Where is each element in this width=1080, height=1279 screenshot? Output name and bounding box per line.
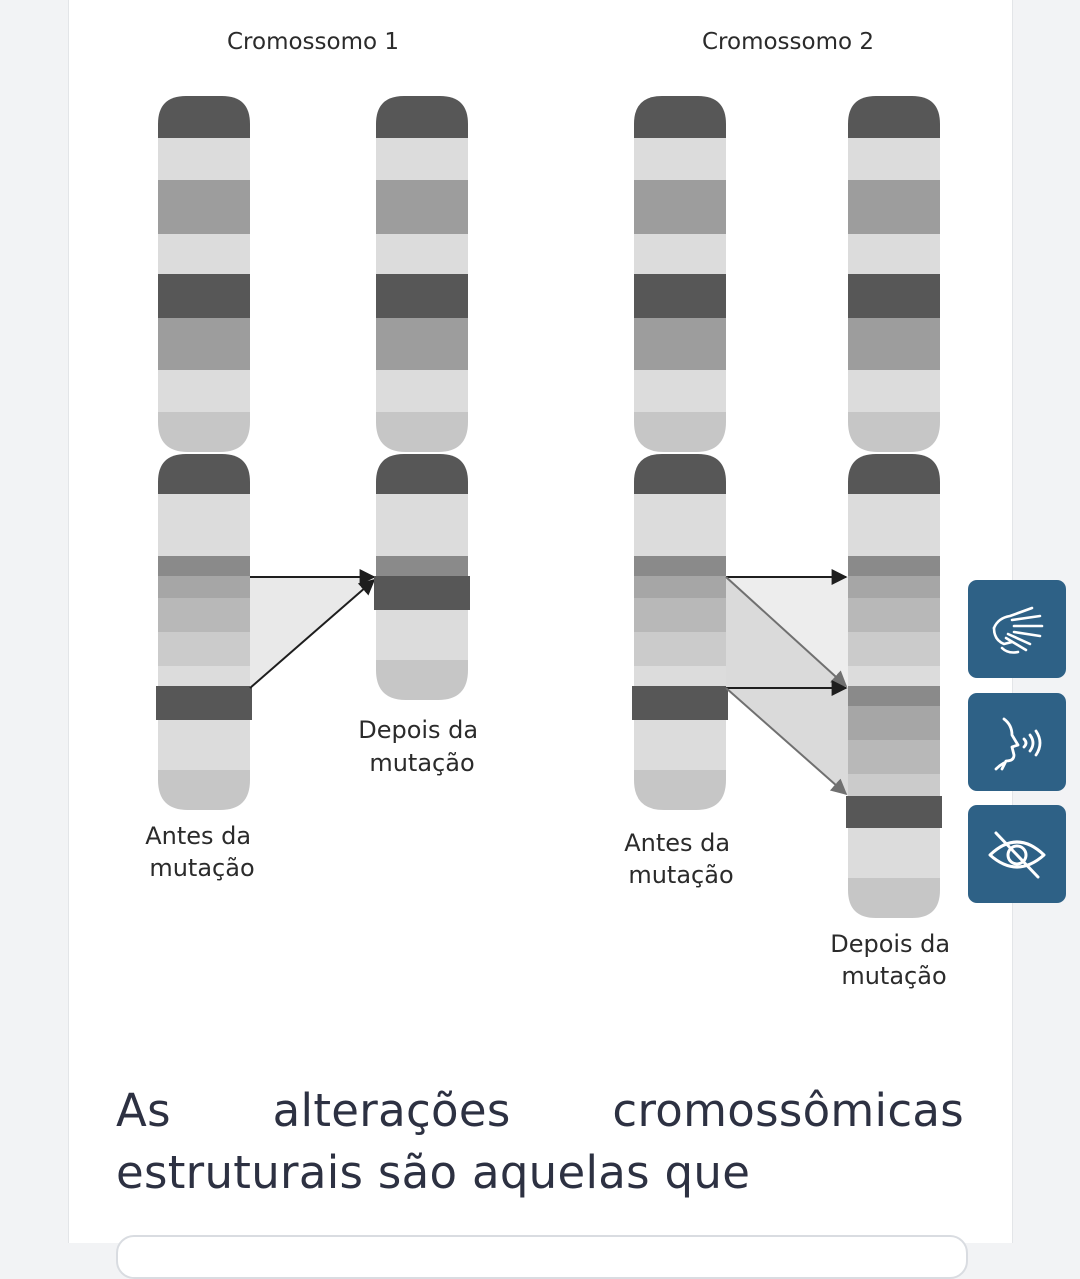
chr1-before-top-arm <box>158 96 250 452</box>
answer-option-box[interactable] <box>116 1235 968 1279</box>
title-chromosome-2: Cromossomo 2 <box>702 29 874 55</box>
chr2-after-top-arm <box>848 96 940 452</box>
chr2-before-top-arm <box>634 96 726 452</box>
title-chromosome-1: Cromossomo 1 <box>227 29 399 55</box>
audio-description-button[interactable] <box>968 693 1066 791</box>
chr2-after-label: Depois da mutação <box>830 930 958 990</box>
chr2-arrow-4 <box>725 687 848 796</box>
chr1-after-label: Depois da mutação <box>358 716 486 777</box>
chr2-after-bottom-arm <box>846 454 942 918</box>
audio-description-icon <box>994 717 1042 771</box>
chr1-arrow-lower <box>249 578 376 689</box>
chr2-duplication-shade-2 <box>726 577 848 796</box>
hide-image-button[interactable] <box>968 805 1066 903</box>
sign-language-icon <box>992 606 1044 654</box>
hide-eye-icon <box>988 831 1046 879</box>
chr2-arrow-2 <box>725 576 848 688</box>
chr1-before-label: Antes da mutação <box>145 822 259 882</box>
chr2-before-bottom-arm <box>632 454 728 810</box>
sign-language-button[interactable] <box>968 580 1066 678</box>
chr1-after-bottom-arm <box>374 454 470 700</box>
chromosome-diagram: Cromossomo 1 Cromossomo 2 <box>145 29 958 990</box>
chr2-before-label: Antes da mutação <box>624 829 738 889</box>
chr1-before-bottom-arm <box>156 454 252 810</box>
chr1-after-top-arm <box>376 96 468 452</box>
question-text: As alterações cromossômicas estruturais … <box>116 1084 964 1199</box>
